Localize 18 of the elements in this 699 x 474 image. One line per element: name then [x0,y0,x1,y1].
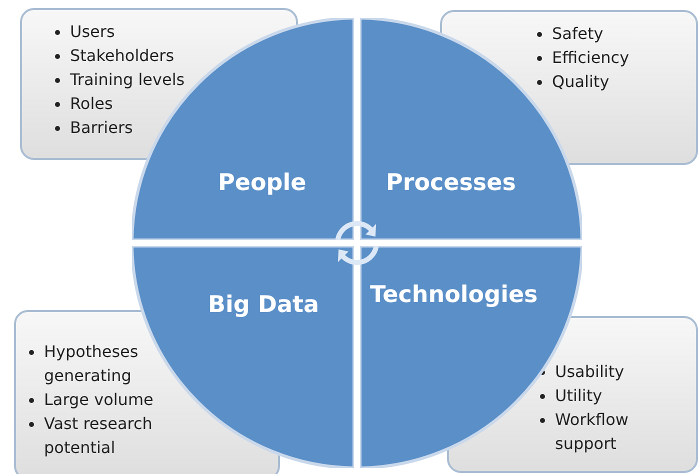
bullet-item: Hypotheses generating [44,342,138,385]
bullet-item: Utility [555,386,602,405]
bullet-item: Stakeholders [70,46,174,65]
bullet-item: Workflow support [555,410,628,453]
bullet-item: Roles [70,94,113,113]
bullet-item: Vast research potential [44,414,152,457]
bullet-item: Barriers [70,118,133,137]
bullet-item: Efficiency [552,48,630,67]
quadrant-title: Big Data [208,292,320,318]
bullet-item: Users [70,22,115,41]
bullet-item: Usability [555,362,624,381]
bullet-item: Safety [552,24,604,43]
quadrant-title: Processes [386,170,516,196]
bullet-item: Quality [552,72,610,91]
bullet-item: Large volume [44,390,154,409]
quadrant-title: Technologies [370,282,538,308]
bullet-item: Training levels [70,70,185,89]
quadrant-title: People [218,170,306,196]
